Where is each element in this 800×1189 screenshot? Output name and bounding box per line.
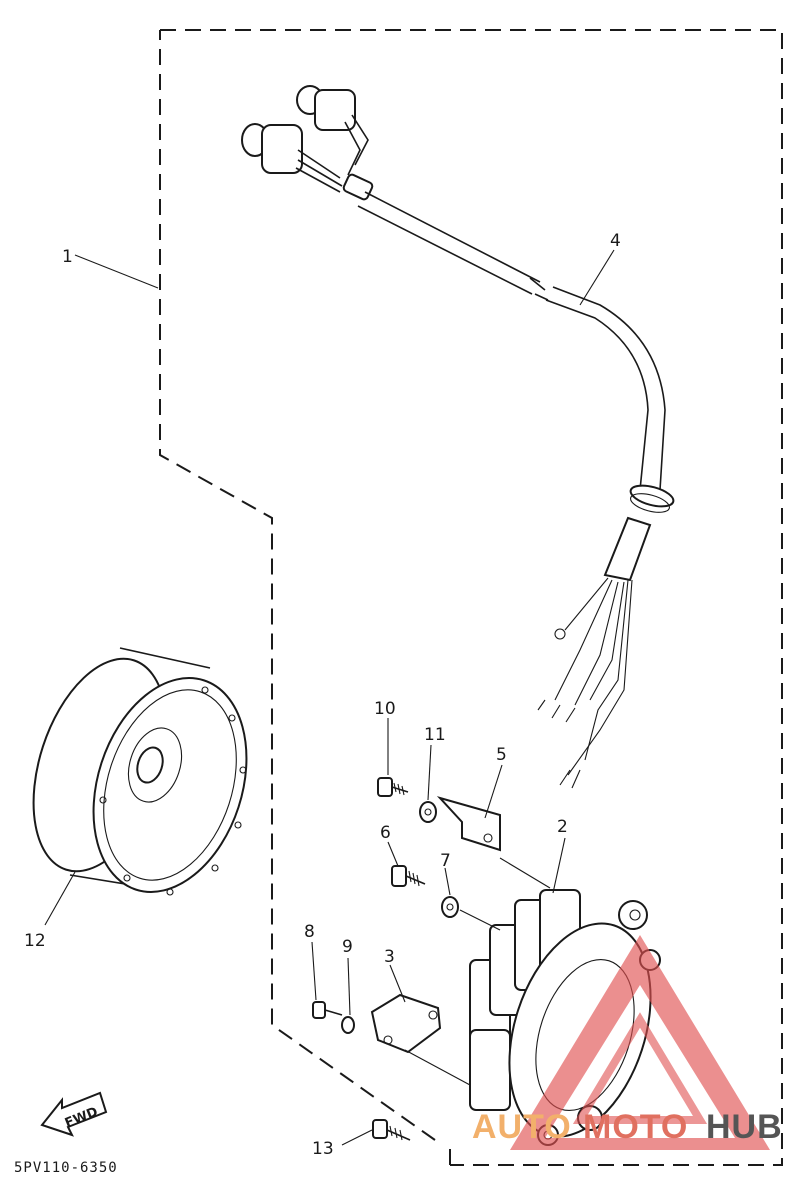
callout-11: 11 (424, 725, 446, 745)
connector-lower (241, 123, 343, 193)
screw-13 (372, 1119, 411, 1141)
callout-2: 2 (557, 817, 568, 837)
callout-12: 12 (24, 931, 46, 951)
washer-7 (441, 896, 501, 931)
assembly-boundary (159, 29, 783, 1166)
bracket-5 (436, 796, 551, 889)
callout-4: 4 (610, 231, 621, 251)
watermark-text-auto: AUTO (472, 1108, 572, 1146)
washer-11 (419, 801, 437, 823)
connector-upper (296, 85, 369, 176)
screw-8 (312, 1001, 343, 1019)
drawing-code: 5PV110-6350 (14, 1160, 118, 1176)
callout-7: 7 (440, 851, 451, 871)
callout-3: 3 (384, 947, 395, 967)
callout-9: 9 (342, 937, 353, 957)
callout-1: 1 (62, 247, 73, 267)
watermark-text-hub: HUB (706, 1108, 783, 1146)
watermark-logo (510, 935, 770, 1150)
warning-triangle-icon (510, 935, 770, 1150)
washer-9 (341, 1016, 355, 1034)
pickup-coil-3 (370, 993, 471, 1086)
bolt-10 (377, 777, 409, 797)
callout-6: 6 (380, 823, 391, 843)
callout-8: 8 (304, 922, 315, 942)
bolt-6 (391, 865, 426, 887)
callout-5: 5 (496, 745, 507, 765)
arrow-left-icon (40, 1091, 108, 1137)
fwd-direction-badge: FWD (40, 1091, 108, 1137)
leader-lines (44, 249, 615, 1146)
flywheel-rotor (32, 647, 248, 896)
callout-13: 13 (312, 1139, 334, 1159)
callout-10: 10 (374, 699, 396, 719)
wire-harness (241, 85, 675, 789)
watermark-text-moto: MOTO (583, 1108, 688, 1146)
